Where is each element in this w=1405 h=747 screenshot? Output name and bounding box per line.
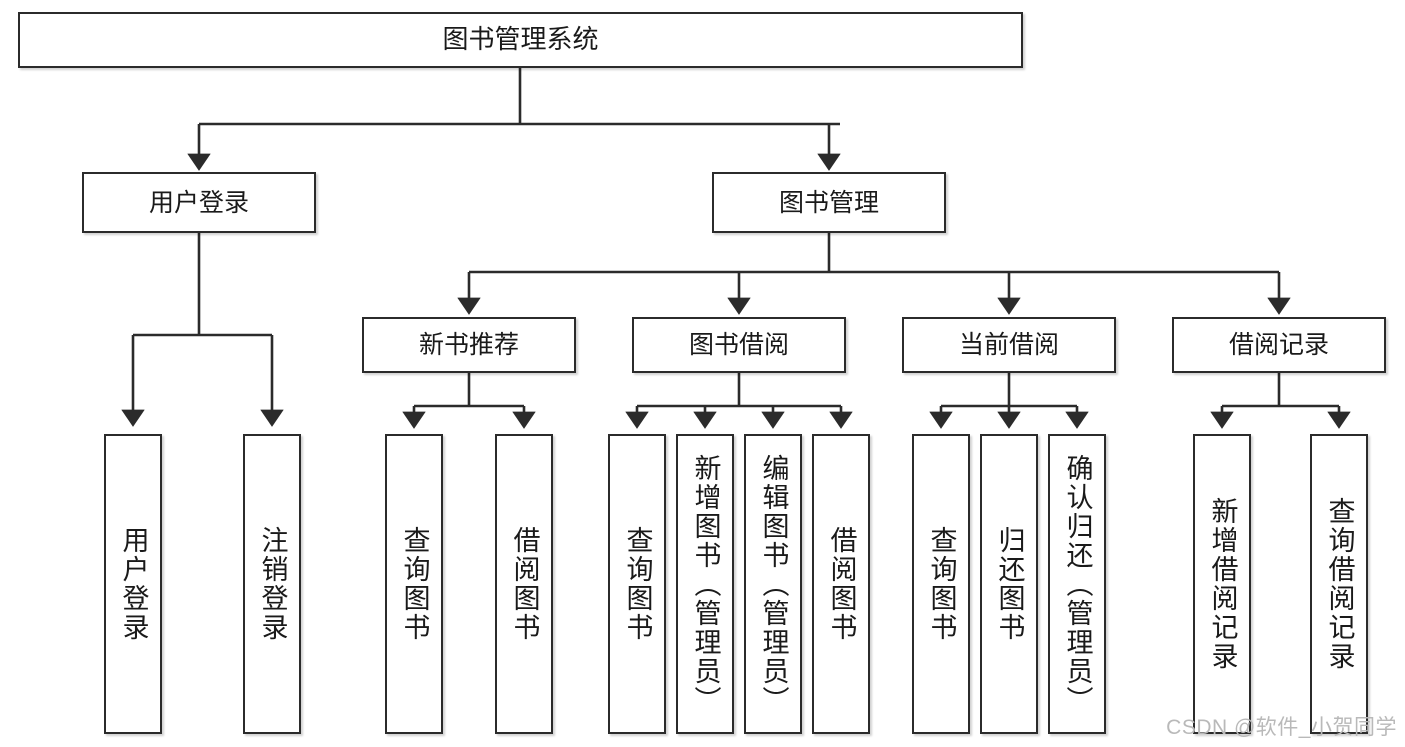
node-new-book-recommend[interactable]: 新书推荐 — [362, 317, 576, 373]
node-leaf-add-record-label: 新增借阅记录 — [1207, 497, 1238, 671]
node-leaf-add-book-label: 新增图书（管理员） — [690, 453, 721, 715]
node-leaf-edit-book[interactable]: 编辑图书（管理员） — [744, 434, 802, 734]
watermark: CSDN @软件_小贺同学 — [1166, 716, 1397, 739]
node-leaf-edit-book-label: 编辑图书（管理员） — [758, 453, 789, 715]
node-book-borrow[interactable]: 图书借阅 — [632, 317, 846, 373]
node-book-manage-label: 图书管理 — [778, 188, 879, 217]
node-user-login-label: 用户登录 — [148, 188, 249, 217]
node-leaf-query-book-3[interactable]: 查询图书 — [912, 434, 970, 734]
node-leaf-return-book[interactable]: 归还图书 — [980, 434, 1038, 734]
node-root-label: 图书管理系统 — [442, 24, 599, 55]
node-leaf-query-book-1[interactable]: 查询图书 — [385, 434, 443, 734]
node-leaf-query-book-2-label: 查询图书 — [622, 526, 653, 642]
node-leaf-add-record[interactable]: 新增借阅记录 — [1193, 434, 1251, 734]
node-borrow-record-label: 借阅记录 — [1228, 331, 1329, 359]
node-leaf-query-book-2[interactable]: 查询图书 — [608, 434, 666, 734]
node-leaf-confirm-return-label: 确认归还（管理员） — [1062, 453, 1093, 715]
node-leaf-borrow-book-2[interactable]: 借阅图书 — [812, 434, 870, 734]
node-leaf-return-book-label: 归还图书 — [994, 526, 1025, 642]
node-leaf-borrow-book-1[interactable]: 借阅图书 — [495, 434, 553, 734]
node-leaf-add-book[interactable]: 新增图书（管理员） — [676, 434, 734, 734]
node-leaf-query-record[interactable]: 查询借阅记录 — [1310, 434, 1368, 734]
edges-book-manage — [457, 233, 1291, 315]
node-leaf-user-login[interactable]: 用户登录 — [104, 434, 162, 734]
node-borrow-record[interactable]: 借阅记录 — [1172, 317, 1386, 373]
node-leaf-query-book-3-label: 查询图书 — [926, 526, 957, 642]
node-leaf-confirm-return[interactable]: 确认归还（管理员） — [1048, 434, 1106, 734]
edges-current-borrow — [929, 373, 1089, 429]
node-leaf-borrow-book-1-label: 借阅图书 — [509, 526, 540, 642]
node-book-borrow-label: 图书借阅 — [688, 331, 789, 359]
node-leaf-borrow-book-2-label: 借阅图书 — [826, 526, 857, 642]
edges-user-login — [121, 233, 284, 427]
node-leaf-user-login-label: 用户登录 — [118, 526, 149, 642]
node-leaf-user-logout[interactable]: 注销登录 — [243, 434, 301, 734]
node-new-book-recommend-label: 新书推荐 — [418, 331, 519, 359]
node-current-borrow-label: 当前借阅 — [958, 331, 1059, 359]
node-leaf-query-book-1-label: 查询图书 — [399, 526, 430, 642]
node-leaf-user-logout-label: 注销登录 — [257, 526, 288, 642]
edges-borrow-record — [1210, 373, 1351, 429]
node-leaf-query-record-label: 查询借阅记录 — [1324, 497, 1355, 671]
node-user-login[interactable]: 用户登录 — [82, 172, 316, 233]
edges-root — [187, 67, 841, 171]
edges-book-borrow — [625, 373, 853, 429]
node-root[interactable]: 图书管理系统 — [18, 12, 1023, 68]
edges-new-book-recommend — [402, 373, 536, 429]
node-current-borrow[interactable]: 当前借阅 — [902, 317, 1116, 373]
node-book-manage[interactable]: 图书管理 — [712, 172, 946, 233]
